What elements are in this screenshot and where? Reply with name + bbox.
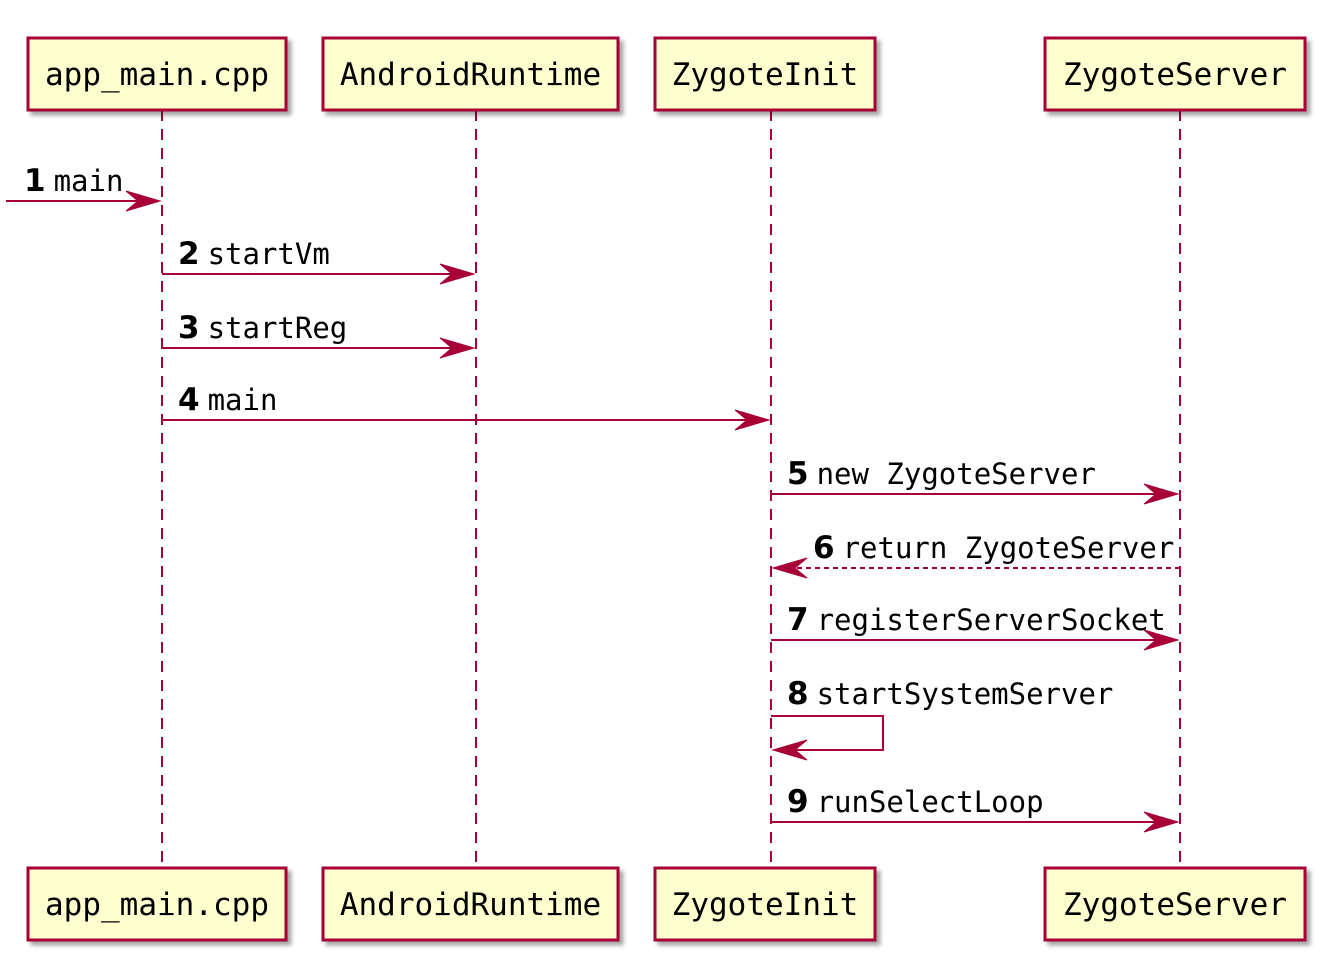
participant-box (26, 866, 288, 942)
message-number: 3 (178, 310, 200, 346)
message-text: new ZygoteServer (817, 457, 1096, 491)
participant-top-zygote_server: ZygoteServer (1043, 36, 1307, 112)
participant-label: AndroidRuntime (340, 57, 601, 93)
message-number: 4 (178, 382, 200, 418)
message-text: startVm (208, 237, 330, 271)
message-text: main (208, 383, 278, 417)
message-text: runSelectLoop (817, 785, 1044, 819)
arrowhead (771, 739, 808, 761)
message-number: 8 (787, 676, 809, 712)
arrowhead (439, 263, 476, 285)
arrowhead (1143, 629, 1180, 651)
message-text: startSystemServer (817, 677, 1114, 711)
message-text: startReg (208, 311, 348, 345)
participant-label: app_main.cpp (45, 887, 269, 923)
arrowhead (1143, 811, 1180, 833)
participant-box (1043, 36, 1307, 112)
arrowhead (771, 557, 808, 579)
participant-label: ZygoteInit (672, 57, 859, 93)
participant-box (321, 36, 620, 112)
participant-top-app_main: app_main.cpp (26, 36, 288, 112)
message-number: 5 (787, 456, 809, 492)
participant-box (26, 36, 288, 112)
arrowhead (125, 190, 162, 212)
participant-label: ZygoteServer (1063, 57, 1287, 93)
arrowhead (439, 337, 476, 359)
participant-box (1043, 866, 1307, 942)
message-number: 1 (24, 163, 46, 199)
arrowhead (734, 409, 771, 431)
participant-bottom-android_runtime: AndroidRuntime (321, 866, 620, 942)
message-text: main (54, 164, 124, 198)
participant-bottom-zygote_init: ZygoteInit (653, 866, 877, 942)
message-number: 6 (813, 530, 835, 566)
message-text: registerServerSocket (817, 603, 1166, 637)
participant-label: app_main.cpp (45, 57, 269, 93)
message-number: 9 (787, 784, 809, 820)
participant-box (653, 866, 877, 942)
participants-bottom: app_main.cpp AndroidRuntime ZygoteInit Zygo… (26, 866, 1307, 942)
participant-box (653, 36, 877, 112)
participant-bottom-zygote_server: ZygoteServer (1043, 866, 1307, 942)
participant-box (321, 866, 620, 942)
participant-top-android_runtime: AndroidRuntime (321, 36, 620, 112)
participant-bottom-app_main: app_main.cpp (26, 866, 288, 942)
participants-top: app_main.cpp AndroidRuntime ZygoteInit Zygo… (26, 36, 1307, 112)
message-number: 7 (787, 602, 809, 638)
participant-label: ZygoteInit (672, 887, 859, 923)
participant-label: ZygoteServer (1063, 887, 1287, 923)
message-line (771, 715, 884, 751)
arrowhead (1143, 483, 1180, 505)
lifelines (161, 110, 1181, 868)
participant-label: AndroidRuntime (340, 887, 601, 923)
participant-top-zygote_init: ZygoteInit (653, 36, 877, 112)
message-text: return ZygoteServer (843, 531, 1175, 565)
message-number: 2 (178, 236, 200, 272)
